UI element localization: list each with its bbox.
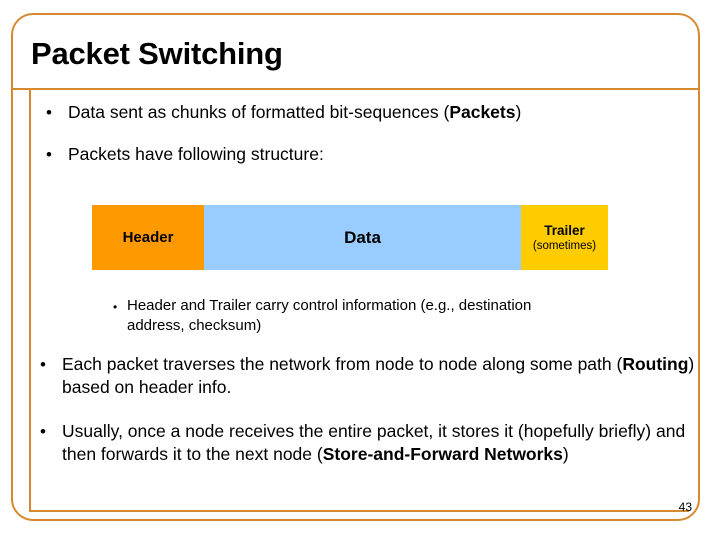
bullet-marker-icon: •	[113, 300, 118, 314]
bullet-item-structure: • Packets have following structure:	[46, 143, 696, 166]
title-divider	[13, 88, 699, 90]
bullet-item-traverse: • Each packet traverses the network from…	[40, 353, 700, 399]
sub-bullet-item-control-info: • Header and Trailer carry control infor…	[113, 296, 583, 336]
body-left-rule	[29, 88, 31, 512]
page-number: 43	[678, 500, 692, 514]
bullet-text: Each packet traverses the network from n…	[62, 354, 695, 397]
packet-segment-label: Data	[344, 227, 381, 247]
page-title: Packet Switching	[31, 36, 283, 71]
packet-segment-trailer: Trailer (sometimes)	[521, 205, 608, 270]
bullet-marker-icon: •	[40, 355, 46, 374]
bullet-item-store-forward: • Usually, once a node receives the enti…	[40, 420, 705, 466]
packet-segment-data: Data	[204, 205, 521, 270]
bullet-marker-icon: •	[46, 103, 52, 122]
bullet-marker-icon: •	[40, 422, 46, 441]
packet-segment-label: Trailer	[544, 222, 585, 238]
bullet-item-packets: • Data sent as chunks of formatted bit-s…	[46, 101, 696, 124]
packet-structure-diagram: Header Data Trailer (sometimes)	[92, 205, 608, 270]
bullet-text: Data sent as chunks of formatted bit-seq…	[68, 102, 522, 122]
bullet-marker-icon: •	[46, 145, 52, 164]
packet-segment-label: Header	[122, 229, 174, 246]
packet-segment-sublabel: (sometimes)	[532, 239, 597, 252]
bullet-text: Header and Trailer carry control informa…	[127, 297, 532, 334]
packet-segment-header: Header	[92, 205, 204, 270]
bullet-text: Packets have following structure:	[68, 144, 324, 164]
body-bottom-rule	[29, 510, 689, 512]
bullet-text: Usually, once a node receives the entire…	[62, 421, 686, 464]
